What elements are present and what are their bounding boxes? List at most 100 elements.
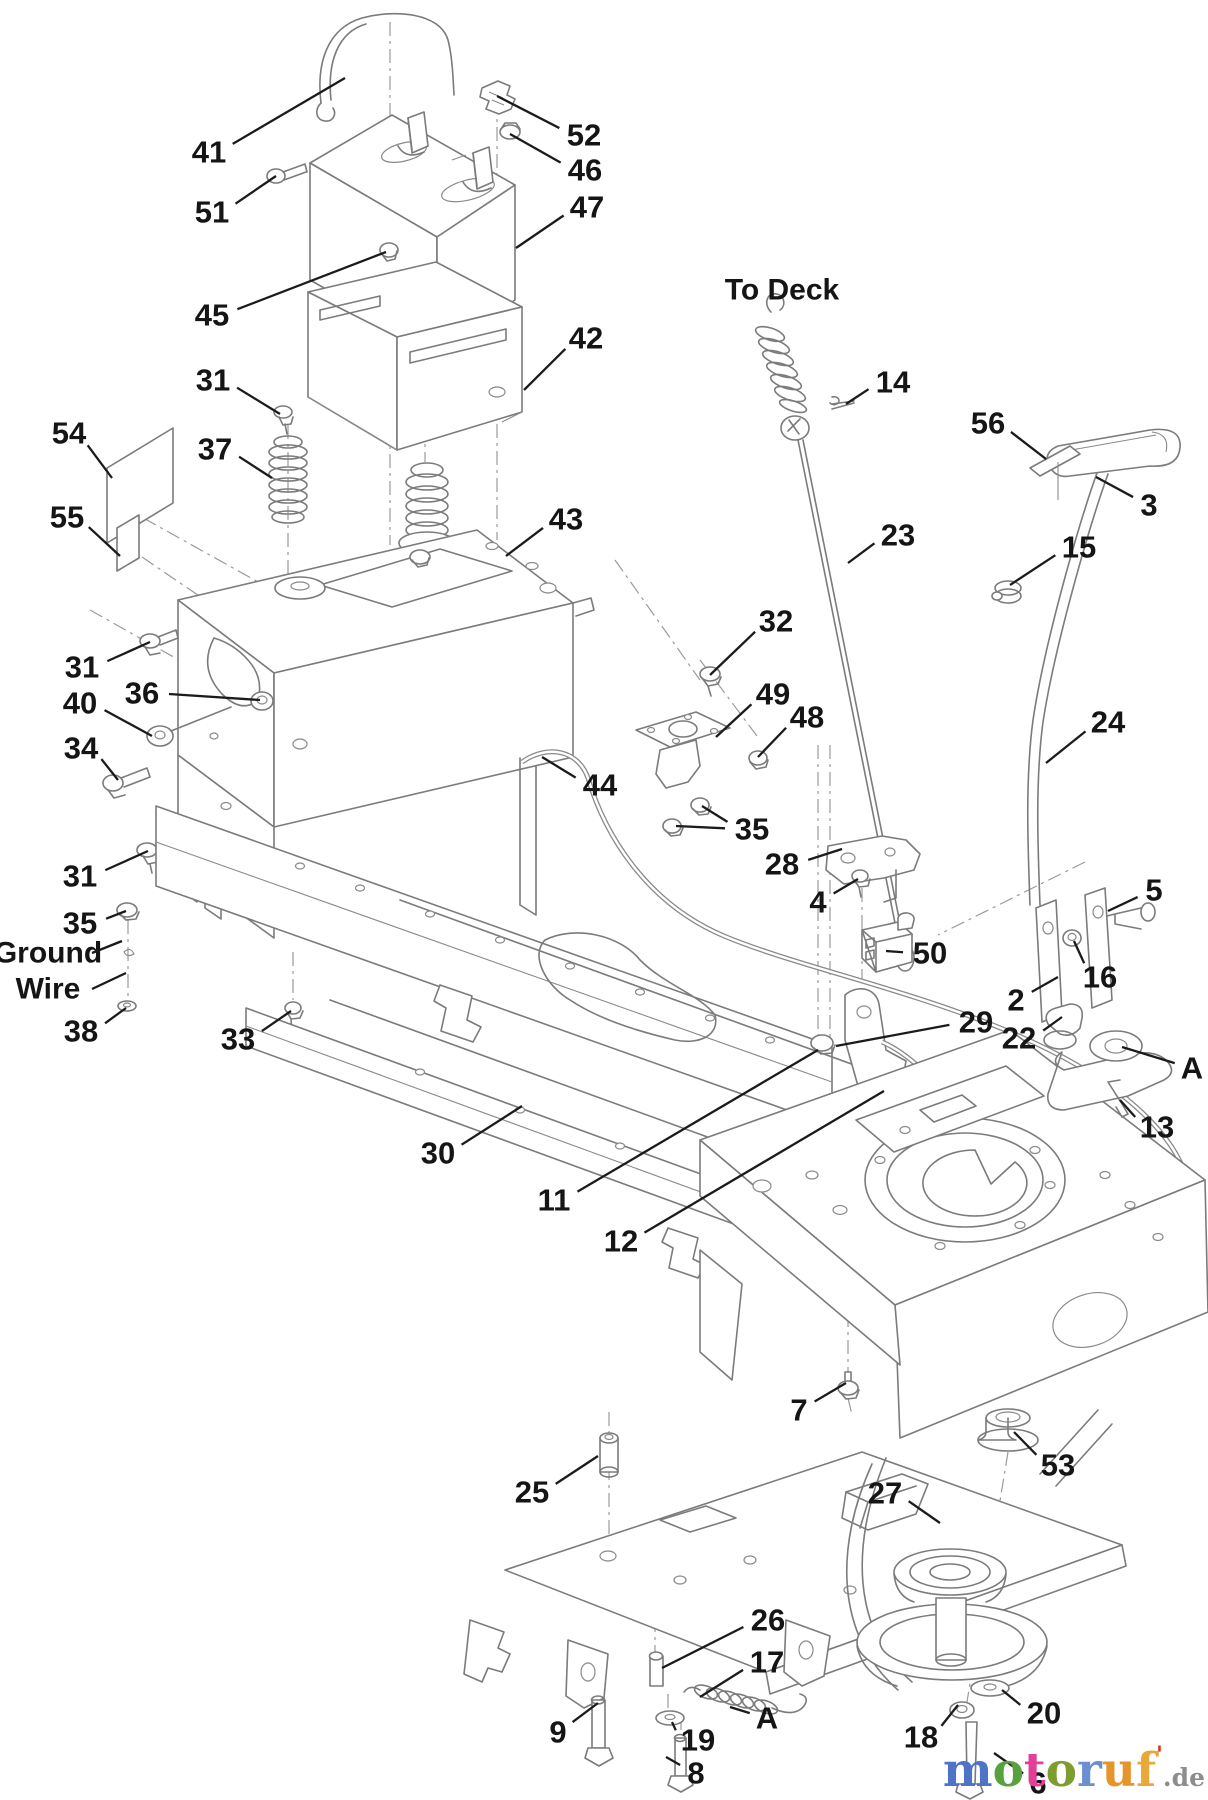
callout-number: 12 [604,1224,638,1259]
battery-support-plate [177,529,595,939]
callout-number: 13 [1140,1110,1174,1145]
callout-number: 24 [1091,705,1126,740]
callout-42: 42 [523,321,603,391]
callout-22: 22 [1002,1016,1063,1056]
callout-52: 52 [496,94,601,153]
callout-37: 37 [198,432,273,479]
to-deck-label: To Deck [725,274,840,307]
callout-35: 35 [63,906,127,941]
callout-number: 4 [809,885,827,920]
callout-20: 20 [1001,1689,1061,1731]
callout-3: 3 [1095,475,1158,523]
lift-lever [991,428,1181,1118]
callout-49: 49 [715,677,790,738]
callout-29: 29 [835,1005,993,1048]
callout-46: 46 [509,132,602,188]
callout-25: 25 [515,1455,599,1510]
callout-number: 22 [1002,1021,1036,1056]
callout-2: 2 [1007,975,1059,1018]
callout-A: A [729,1701,778,1736]
callout-number: 36 [125,676,159,711]
callout-number: 48 [790,700,824,735]
decal-panels [106,427,174,572]
callout-number: 31 [196,363,230,398]
left-hardware [102,629,304,1059]
callout-number: 17 [750,1645,784,1680]
callout-23: 23 [847,518,915,564]
callout-47: 47 [515,190,604,249]
callout-number: 28 [765,847,799,882]
callout-number: 47 [570,190,604,225]
callout-18: 18 [904,1704,959,1755]
watermark-logo: motoruf'​.de [943,1742,1205,1798]
callout-28: 28 [765,847,843,882]
callout-number: 18 [904,1720,938,1755]
callout-number: 49 [756,677,790,712]
callout-number: 23 [881,518,915,553]
callout-38: 38 [64,1007,127,1049]
callout-number: 54 [52,416,87,451]
callout-31: 31 [196,363,281,415]
callout-number: 16 [1083,960,1117,995]
callout-number: 37 [198,432,232,467]
pulley-assembly [846,1408,1113,1800]
callout-number: 56 [971,406,1005,441]
callout-number: 14 [876,365,911,400]
callout-14: 14 [845,365,911,405]
callout-number: 42 [569,321,603,356]
callout-41: 41 [192,77,346,170]
callout-number: 3 [1140,488,1157,523]
callout-51: 51 [195,175,277,230]
callout-number: 33 [221,1022,255,1057]
callout-4: 4 [809,878,859,920]
callout-number: 15 [1062,530,1096,565]
callout-number: 31 [65,650,99,685]
callout-43: 43 [505,502,583,557]
callout-number: 6 [1029,1766,1046,1800]
coil-spring-37 [268,405,308,524]
callout-54: 54 [52,416,113,479]
callout-number: 35 [735,812,769,847]
callout-number: A [756,1701,778,1736]
callout-16: 16 [1072,940,1117,995]
callout-number: 34 [64,731,99,766]
callout-number: 29 [959,1005,993,1040]
callout-7: 7 [790,1382,847,1428]
svg-text:Ground: Ground [0,937,102,970]
callout-number: 8 [687,1756,704,1791]
callout-number: 27 [868,1476,902,1511]
callout-35: 35 [675,805,769,847]
callout-A: A [1121,1045,1203,1086]
callout-number: 53 [1041,1448,1075,1483]
callout-11: 11 [538,1049,819,1218]
callout-number: A [1181,1051,1203,1086]
callout-19: 19 [670,1721,715,1758]
callout-13: 13 [1119,1099,1174,1145]
callout-12: 12 [604,1090,885,1259]
callout-24: 24 [1045,705,1126,764]
callout-number: 44 [583,768,618,803]
callout-number: 26 [751,1603,785,1638]
shift-bracket [825,835,921,973]
callout-number: 45 [195,298,229,333]
callout-number: 43 [549,502,583,537]
callout-number: 20 [1027,1696,1061,1731]
callout-8: 8 [665,1756,705,1791]
rod-clamp [479,80,521,140]
callout-number: 38 [64,1014,98,1049]
callout-45: 45 [195,250,387,333]
callout-40: 40 [63,686,153,738]
callout-27: 27 [868,1476,941,1524]
callout-number: 41 [192,135,226,170]
battery-rod [316,12,455,122]
callout-number: 51 [195,195,229,230]
callout-6: 6 [993,1752,1047,1800]
callout-number: 25 [515,1475,549,1510]
callout-number: 35 [63,906,97,941]
callout-31: 31 [63,849,149,894]
